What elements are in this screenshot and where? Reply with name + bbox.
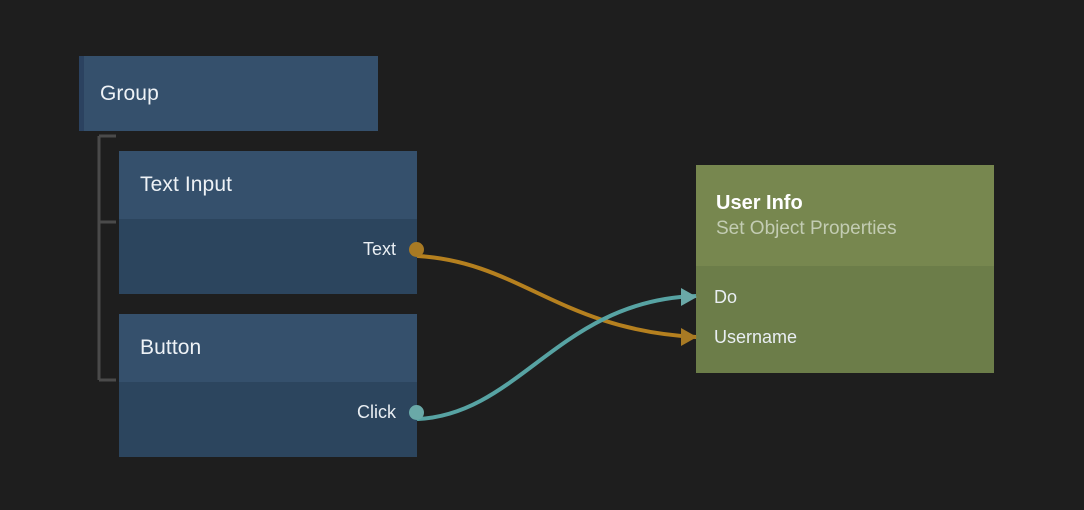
node-button-title: Button [140, 336, 202, 359]
node-button-header[interactable]: Button [119, 314, 417, 382]
node-text-input[interactable]: Text Input Text [119, 151, 424, 294]
node-group[interactable]: Group [79, 56, 378, 131]
node-user-info-title: User Info [716, 191, 803, 214]
port-out-click-label: Click [357, 401, 396, 422]
node-text-input-body: Text [119, 219, 424, 294]
node-group-header[interactable]: Group [79, 56, 378, 131]
node-button[interactable]: Button Click [119, 314, 424, 457]
node-text-input-title: Text Input [140, 173, 233, 196]
node-button-body: Click [119, 382, 424, 457]
port-out-text[interactable]: Text [362, 238, 424, 260]
port-out-click-dot[interactable] [409, 404, 424, 420]
port-out-click[interactable]: Click [357, 401, 424, 423]
port-in-username-label: Username [714, 326, 798, 347]
port-in-do[interactable]: Do [681, 286, 738, 308]
port-in-username-arrow-icon[interactable] [681, 328, 697, 346]
node-user-info-body: Do Username [681, 266, 994, 373]
port-in-do-label: Do [714, 286, 738, 307]
port-in-do-arrow-icon[interactable] [681, 288, 697, 306]
node-user-info-subtitle: Set Object Properties [716, 217, 897, 239]
node-user-info[interactable]: User Info Set Object Properties Do Usern… [681, 165, 994, 373]
port-in-username[interactable]: Username [681, 326, 798, 348]
edge-click-to-do [416, 294, 698, 421]
group-accent-bar [79, 56, 84, 131]
node-group-title: Group [100, 81, 159, 105]
edge-text-to-username [416, 254, 698, 339]
node-text-input-header[interactable]: Text Input [119, 151, 417, 219]
node-user-info-header[interactable]: User Info Set Object Properties [696, 165, 994, 266]
port-out-text-dot[interactable] [409, 241, 424, 257]
port-out-text-label: Text [362, 238, 396, 259]
